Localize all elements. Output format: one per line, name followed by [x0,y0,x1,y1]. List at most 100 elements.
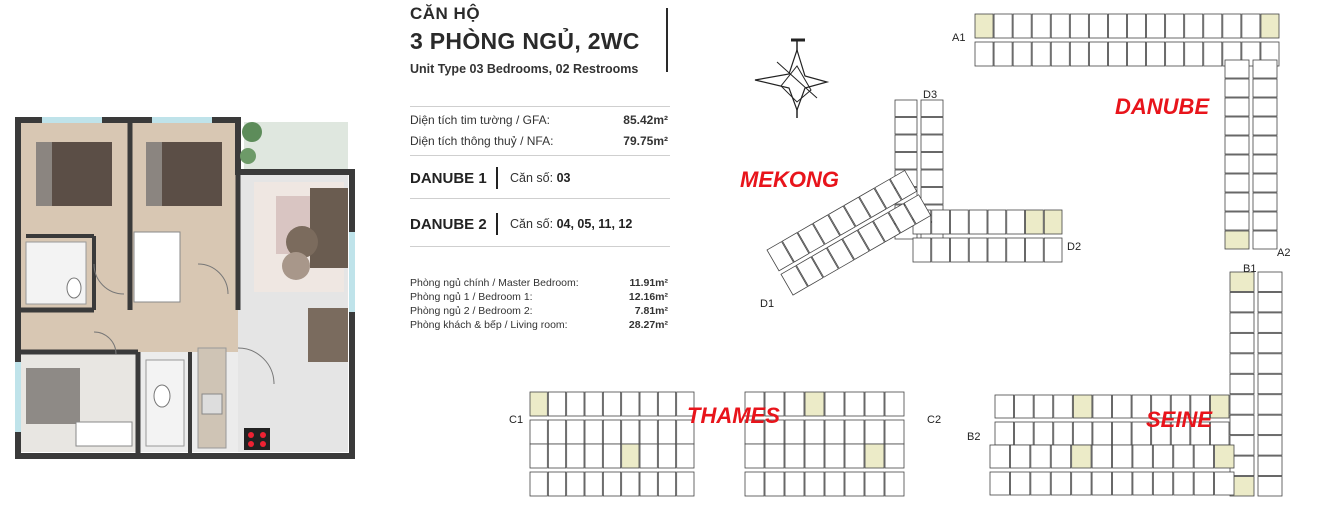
apartment-unit [903,194,932,225]
apartment-unit [784,419,805,445]
apartment-unit [894,99,918,117]
apartment-unit [920,99,944,117]
apartment-unit [744,471,765,497]
apartment-unit [1053,421,1073,446]
apartment-unit [1050,444,1072,469]
apartment-unit [1252,173,1278,193]
apartment-unit [1229,292,1255,313]
apartment-unit [1043,209,1063,235]
room-row-living: Phòng khách & bếp / Living room: 28.27m² [410,319,668,331]
room-label: Phòng ngủ 1 / Bedroom 1: [410,291,533,303]
separator [410,246,670,247]
apartment-unit [764,391,785,417]
apartment-unit [874,178,902,210]
block-label: C1 [509,414,523,426]
apartment-unit [993,41,1013,67]
apartment-unit [547,443,567,469]
building-wing [766,169,932,296]
apartment-unit [824,443,845,469]
apartment-unit [529,419,548,445]
apartment-unit [1006,237,1025,263]
apartment-unit [1033,394,1054,419]
apartment-unit [1170,394,1191,419]
apartment-unit [844,391,865,417]
apartment-unit [1257,271,1283,292]
apartment-unit [1033,421,1054,446]
unit-type-subtitle: Unit Type 03 Bedrooms, 02 Restrooms [410,62,639,76]
apartment-unit [1146,13,1166,39]
apartment-unit [764,443,785,469]
apartment-unit [987,209,1007,235]
apartment-unit [989,471,1010,496]
apartment-unit [784,443,805,469]
apartment-unit [1072,394,1093,419]
apartment-unit [894,117,918,135]
block-label: A2 [1277,247,1290,259]
apartment-unit [1257,312,1283,333]
apartment-unit [912,237,932,263]
apartment-unit [812,214,841,245]
apartment-unit [888,203,916,234]
room-value: 11.91m² [629,277,668,289]
apartment-unit [824,419,845,445]
apartment-unit [1071,471,1092,496]
apartment-unit [1050,471,1072,496]
apartment-unit [566,471,585,497]
apartment-unit [1031,13,1051,39]
apartment-unit [1252,135,1278,155]
apartment-unit [1030,471,1051,496]
apartment-unit [566,391,585,417]
apartment-unit [1092,421,1112,446]
apartment-unit [639,471,658,497]
apartment-unit [639,443,658,469]
apartment-unit [1252,211,1278,231]
apartment-unit [1193,444,1214,469]
apartment-unit [529,471,548,497]
compass-rose-icon [754,38,830,118]
apartment-unit [824,471,845,497]
apartment-unit [1092,394,1112,419]
apartment-unit [1025,237,1044,263]
apartment-unit [621,443,640,469]
apartment-unit [784,391,805,417]
apartment-unit [1229,394,1255,415]
apartment-unit [1224,230,1250,250]
apartment-unit [1193,471,1214,496]
area-value: 79.75m² [623,134,668,148]
apartment-unit [1229,332,1255,354]
apartment-unit [1012,41,1032,67]
title-divider [666,8,668,72]
apartment-unit [1152,471,1174,496]
apartment-unit [766,241,795,272]
apartment-unit [781,232,810,263]
apartment-unit [1173,444,1194,469]
apartment-unit [764,471,785,497]
apartment-unit [804,443,825,469]
apartment-unit [811,247,839,278]
apartment-unit [1224,78,1250,98]
building-wing [744,443,905,497]
block-label: D1 [760,298,774,310]
apartment-unit [1203,13,1223,39]
apartment-unit [994,421,1014,446]
apartment-unit [844,419,865,445]
apartment-unit [1091,444,1112,469]
apartment-unit [1112,394,1132,419]
apartment-unit [1184,41,1204,67]
apartment-unit [864,391,885,417]
building-wing [529,391,695,445]
danube-divider [496,167,498,189]
apartment-unit [968,209,988,235]
apartment-unit [676,443,695,469]
apartment-unit [1050,13,1070,39]
apartment-unit [864,443,885,469]
apartment-unit [974,13,994,39]
apartment-unit [1165,13,1185,39]
room-label: Phòng ngủ 2 / Bedroom 2: [410,305,533,317]
apartment-unit [584,443,603,469]
apartment-unit [1257,292,1283,313]
danube-2-units: Căn số: 04, 05, 11, 12 [510,217,632,231]
apartment-unit [931,237,950,263]
area-label: Diện tích thông thuỷ / NFA: [410,134,554,148]
building-wing [994,394,1230,446]
